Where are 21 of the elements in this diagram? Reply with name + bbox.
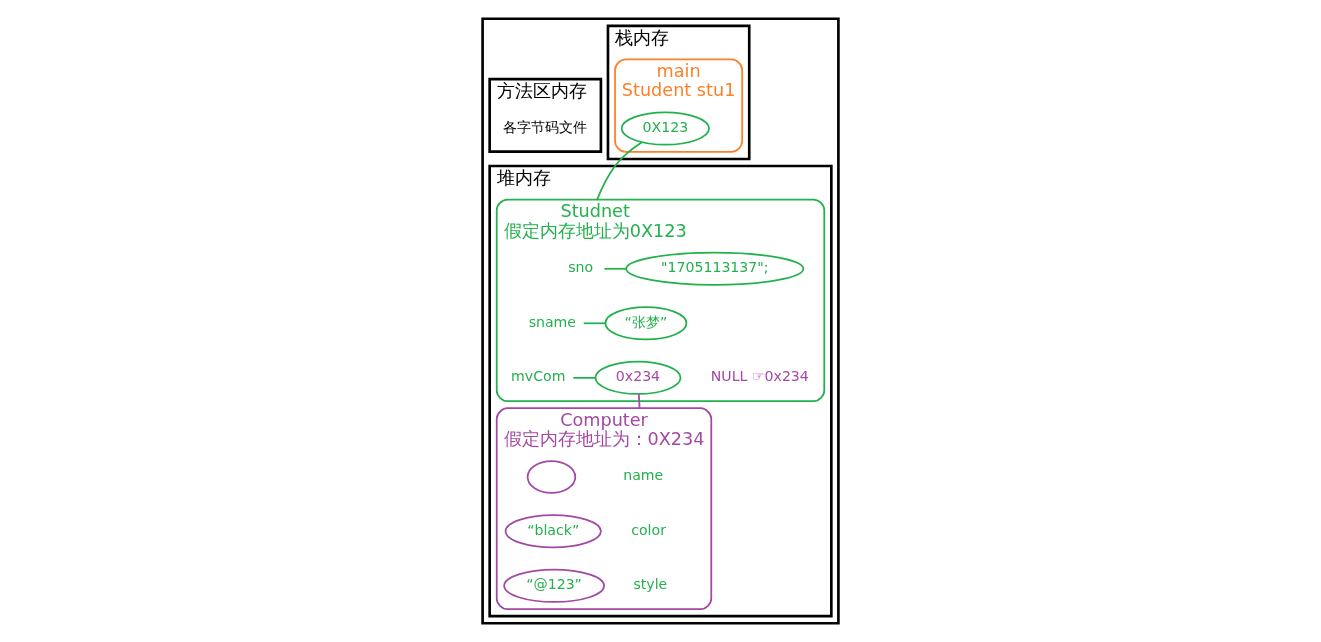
node-text: 各字节码文件 xyxy=(503,118,588,135)
connector xyxy=(637,393,641,410)
node-text: sname xyxy=(528,313,577,330)
node-ellipse: “张梦” xyxy=(604,306,688,341)
node-text: color xyxy=(631,521,666,538)
node-label: NULL ☞0x234 xyxy=(710,368,809,385)
connector xyxy=(596,141,643,201)
node-ellipse: “black” xyxy=(504,514,602,549)
node-text: style xyxy=(633,576,668,593)
node-ellipse: "1705113137"; xyxy=(625,251,805,286)
node-text: name xyxy=(623,467,664,484)
connector xyxy=(582,322,607,325)
node-text: mvCom xyxy=(511,368,566,385)
node-ellipse xyxy=(526,460,577,494)
cluster xyxy=(481,17,840,625)
node-text: sno xyxy=(568,259,594,276)
node-ellipse: 0X123 xyxy=(620,111,710,146)
connector xyxy=(572,376,597,379)
connector xyxy=(603,267,627,270)
node-ellipse: 0x234 xyxy=(594,360,682,395)
node-ellipse: “@123” xyxy=(503,568,605,603)
